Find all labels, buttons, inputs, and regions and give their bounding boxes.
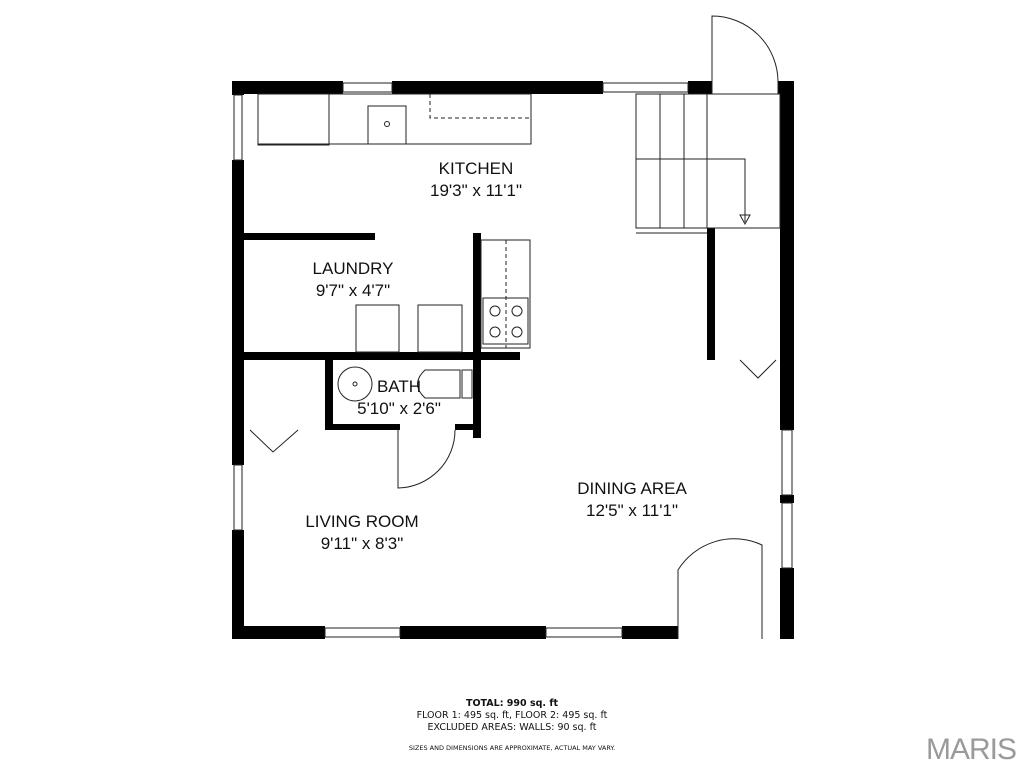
room-name: LIVING ROOM bbox=[305, 512, 419, 531]
fixtures bbox=[233, 15, 793, 639]
room-label-kitchen: KITCHEN 19'3" x 11'1" bbox=[430, 158, 522, 202]
disclaimer: SIZES AND DIMENSIONS ARE APPROXIMATE, AC… bbox=[408, 744, 616, 752]
maris-logo: MARIS bbox=[925, 733, 1017, 766]
room-name: KITCHEN bbox=[438, 159, 514, 178]
excluded-areas: EXCLUDED AREAS: WALLS: 90 sq. ft bbox=[427, 722, 597, 733]
room-dims: 12'5" x 11'1" bbox=[586, 501, 678, 520]
room-dims: 5'10" x 2'6" bbox=[357, 399, 441, 418]
room-dims: 9'7" x 4'7" bbox=[315, 281, 391, 300]
walls bbox=[232, 81, 794, 639]
room-name: BATH bbox=[376, 377, 422, 396]
room-name: LAUNDRY bbox=[312, 259, 394, 278]
room-dims: 9'11" x 8'3" bbox=[320, 534, 404, 553]
room-label-laundry: LAUNDRY 9'7" x 4'7" bbox=[313, 258, 394, 302]
area-summary: TOTAL: 990 sq. ft FLOOR 1: 495 sq. ft, F… bbox=[409, 698, 615, 754]
room-label-bath: BATH 5'10" x 2'6" bbox=[357, 376, 441, 420]
total-area: TOTAL: 990 sq. ft bbox=[466, 698, 558, 709]
floor-areas: FLOOR 1: 495 sq. ft, FLOOR 2: 495 sq. ft bbox=[416, 710, 608, 721]
room-name: DINING AREA bbox=[577, 479, 687, 498]
room-label-living-room: LIVING ROOM 9'11" x 8'3" bbox=[305, 511, 418, 555]
room-label-dining-area: DINING AREA 12'5" x 11'1" bbox=[577, 478, 687, 522]
room-dims: 19'3" x 11'1" bbox=[430, 181, 522, 200]
